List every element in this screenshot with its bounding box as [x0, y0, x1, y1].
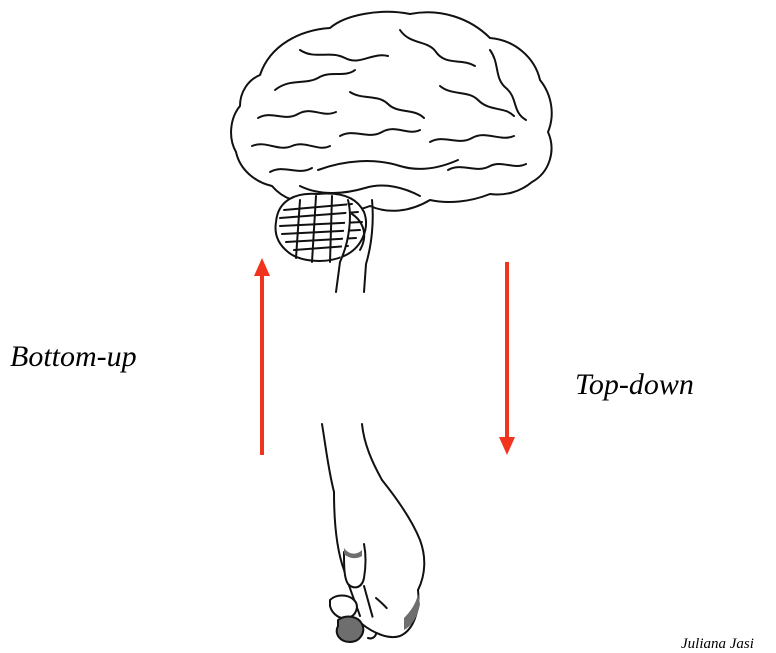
- hand-thumb: [330, 596, 357, 619]
- hand-wrist: [322, 424, 382, 492]
- top-down-arrowhead: [499, 437, 515, 455]
- hand-index-finger: [344, 544, 366, 587]
- bottom-up-arrow: [254, 258, 270, 455]
- author-credit: Juliana Jasi: [681, 636, 754, 653]
- hand-icon: [322, 424, 424, 642]
- bottom-up-label: Bottom-up: [10, 340, 137, 374]
- hand-fingertip: [337, 617, 364, 642]
- brain-icon: [231, 12, 552, 292]
- top-down-label: Top-down: [575, 368, 694, 402]
- top-down-arrow: [499, 262, 515, 455]
- bottom-up-arrowhead: [254, 258, 270, 276]
